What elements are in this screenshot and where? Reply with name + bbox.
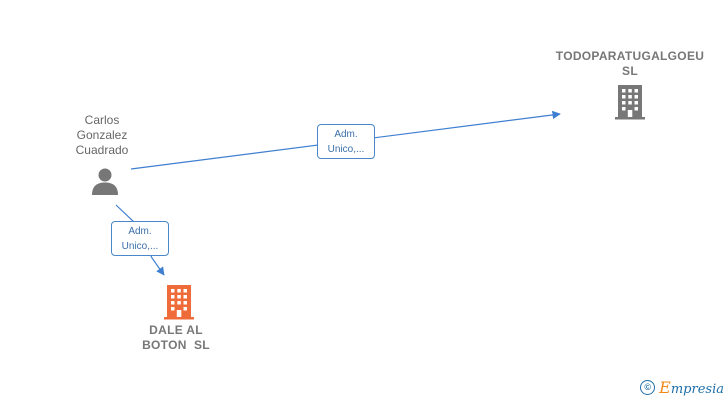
company-top-line-2: SL [622,64,638,78]
empresia-watermark: © Empresia [640,376,724,398]
company-top-line-1: TODOPARATUGALGOEU [555,49,705,63]
building-icon[interactable] [613,84,647,120]
edge-label-role-top[interactable]: Adm. Unico,... [317,124,375,159]
brand-rest: mpresia [670,381,724,397]
brand-name: Empresia [659,378,724,397]
person-name-line-3: Cuadrado [75,143,129,157]
company-main-line-1: DALE AL [149,323,203,337]
edge-label-line-1: Adm. [334,129,358,140]
edge-label-line-2: Unico,... [121,241,159,252]
person-name-line-2: Gonzalez [76,128,128,142]
building-icon[interactable] [162,284,196,320]
edge-label-role-bottom[interactable]: Adm. Unico,... [111,221,169,256]
brand-first-letter: E [659,377,671,397]
person-name-line-1: Carlos [84,113,120,127]
edge-label-line-2: Unico,... [327,144,365,155]
company-main-line-2: BOTON SL [142,338,210,352]
company-top-label[interactable]: TODOPARATUGALGOEU SL [548,49,712,79]
edge-label-line-1: Adm. [128,226,152,237]
person-icon[interactable] [90,166,120,196]
person-name-label[interactable]: Carlos Gonzalez Cuadrado [62,113,142,158]
copyright-icon: © [640,379,656,395]
company-main-label[interactable]: DALE AL BOTON SL [126,323,226,353]
